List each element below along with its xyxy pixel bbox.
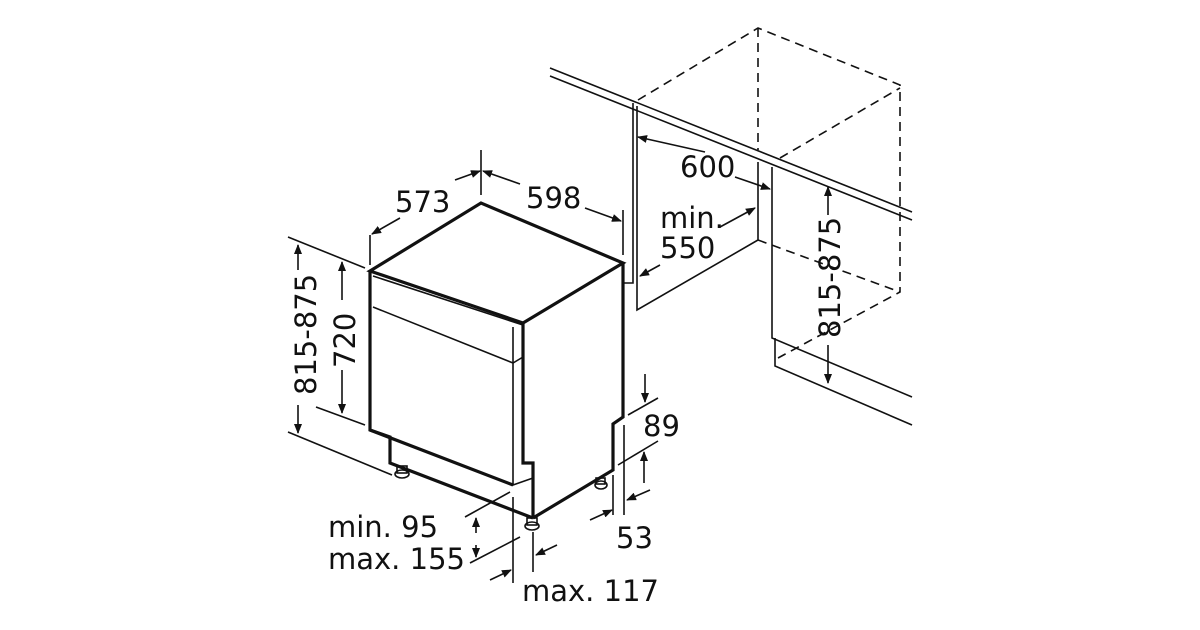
door-offset-label: max. 117 bbox=[522, 574, 659, 608]
cabinet-niche-drawing bbox=[549, 27, 913, 426]
body-height-label: 720 bbox=[328, 313, 362, 368]
dimension-lines bbox=[287, 135, 832, 583]
foot-icon bbox=[594, 477, 608, 490]
total-height-label: 815-875 bbox=[289, 274, 323, 395]
plinth-89-label: 89 bbox=[643, 409, 680, 443]
niche-depth-value-label: 550 bbox=[660, 231, 715, 265]
niche-height-label: 815-875 bbox=[813, 217, 847, 338]
plinth-53-label: 53 bbox=[616, 521, 653, 555]
width-label: 598 bbox=[526, 181, 581, 215]
niche-depth-min-label: min. bbox=[660, 201, 724, 235]
foot-icon bbox=[394, 465, 410, 479]
plinth-height-min-label: min. 95 bbox=[328, 510, 438, 544]
dishwasher-drawing bbox=[366, 201, 627, 531]
foot-icon bbox=[524, 517, 540, 531]
niche-width-label: 600 bbox=[680, 150, 735, 184]
plinth-height-max-label: max. 155 bbox=[328, 542, 465, 576]
depth-label: 573 bbox=[395, 185, 450, 219]
